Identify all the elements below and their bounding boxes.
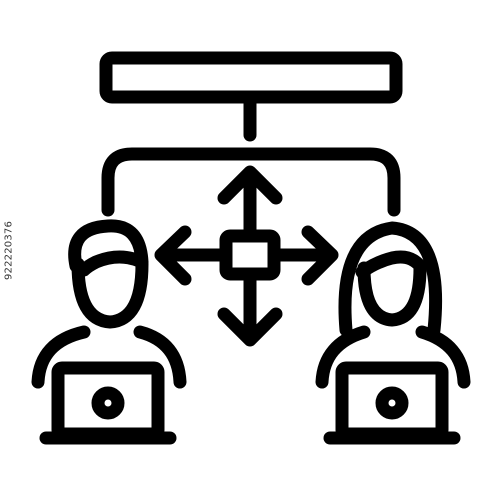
female-laptop-logo bbox=[375, 386, 409, 420]
male-user-laptop-icon bbox=[31, 219, 187, 445]
female-bangs bbox=[355, 250, 427, 279]
male-laptop-screen bbox=[51, 361, 165, 441]
female-laptop-screen bbox=[335, 361, 449, 441]
arrow-up-head bbox=[217, 165, 283, 205]
female-right-shoulder bbox=[415, 325, 471, 389]
branch-connector bbox=[101, 147, 401, 217]
stock-id-label: 922220376 bbox=[3, 220, 15, 280]
male-hair bbox=[68, 219, 149, 277]
male-laptop-logo bbox=[91, 386, 125, 420]
top-node-icon bbox=[99, 51, 403, 217]
female-left-shoulder bbox=[315, 325, 371, 389]
arrow-left-head bbox=[154, 225, 192, 286]
move-arrows-icon bbox=[154, 165, 339, 347]
female-hair-outline bbox=[338, 221, 443, 337]
male-face bbox=[71, 257, 149, 329]
female-user-laptop-icon bbox=[315, 221, 471, 445]
male-left-shoulder bbox=[31, 325, 91, 389]
female-face bbox=[357, 261, 427, 327]
male-right-shoulder bbox=[133, 325, 187, 389]
arrow-down-head bbox=[217, 307, 283, 347]
arrow-right-head bbox=[301, 225, 339, 286]
